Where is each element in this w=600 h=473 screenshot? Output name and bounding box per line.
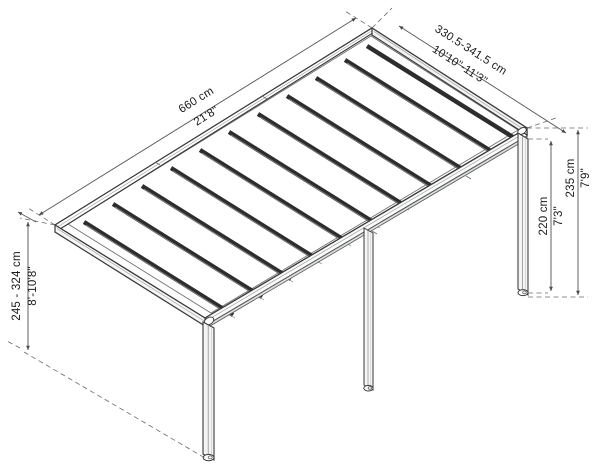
post-group	[202, 132, 529, 462]
dimension-eave-height: 235 cm 7'9"	[527, 127, 592, 298]
wall-height-extension-bottom	[4, 339, 21, 349]
width-dimension-line	[38, 17, 357, 216]
depth-dimension-line	[398, 25, 567, 134]
width-extension-left	[27, 207, 56, 226]
wall-height-imperial-label: 8'-10'8"	[27, 266, 39, 306]
rafter	[82, 220, 235, 317]
wall-height-metric-label: 245 - 324 cm	[11, 251, 23, 321]
front-left-post	[202, 321, 215, 462]
width-left-corner-arrow	[17, 211, 37, 223]
rafter	[111, 202, 264, 299]
front-height-imperial-label: 7'3"	[553, 206, 565, 226]
eave-imperial-label: 7'9"	[580, 168, 592, 188]
front-middle-post	[363, 227, 374, 392]
wall-height-extension-top	[19, 217, 56, 226]
front-height-metric-label: 220 cm	[538, 197, 550, 236]
front-right-post	[517, 132, 529, 297]
depth-extension-back	[371, 7, 393, 29]
dimension-wall-height: 245 - 324 cm 8'-10'8"	[4, 217, 206, 459]
width-extension-right	[344, 10, 373, 29]
dimension-front-post-height: 220 cm 7'3"	[528, 138, 565, 294]
eave-metric-label: 235 cm	[565, 159, 577, 198]
wall-height-ground-projection	[23, 351, 206, 459]
